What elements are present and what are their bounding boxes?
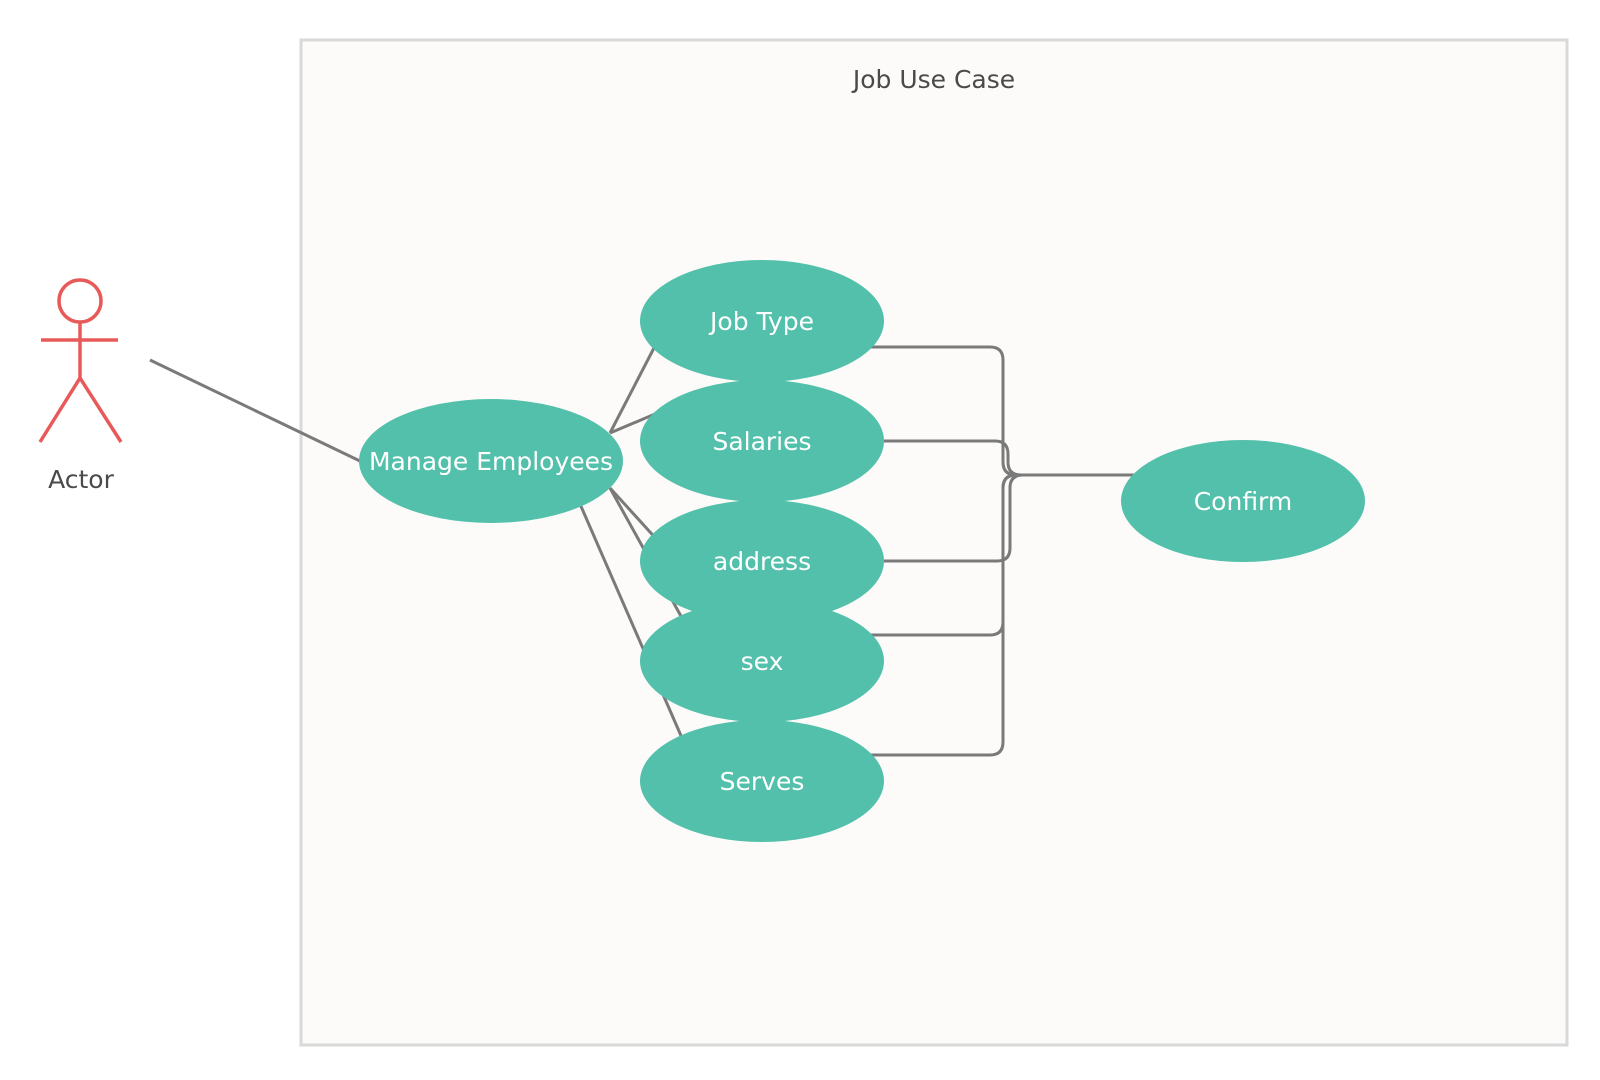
edge-manage-serves [578, 503, 684, 739]
actor-right-leg [78, 377, 123, 443]
system-title: Job Use Case [851, 65, 1015, 94]
edge-manage-salaries [609, 412, 656, 435]
usecase-shape [359, 399, 623, 523]
usecase-label: Salaries [712, 427, 811, 456]
usecase-shape [640, 500, 884, 622]
actor-label: Actor [48, 465, 115, 494]
usecase-shape [640, 720, 884, 842]
edge-manage-jobtype [608, 345, 657, 434]
actor[interactable] [38, 278, 123, 443]
usecase-shape [1121, 440, 1365, 562]
usecase-label: address [713, 547, 811, 576]
usecase-shape [640, 600, 884, 722]
system-boundary [299, 38, 1569, 1047]
usecase-serves[interactable]: Serves [640, 720, 884, 842]
usecase-label: Job Type [708, 307, 814, 336]
edge-serves-confirm [870, 473, 1138, 757]
usecase-shape [640, 380, 884, 502]
usecase-manage-employees[interactable]: Manage Employees [359, 399, 623, 523]
usecase-label: sex [741, 647, 784, 676]
usecase-job-type[interactable]: Job Type [640, 260, 884, 382]
usecase-confirm[interactable]: Confirm [1121, 440, 1365, 562]
usecase-shape [640, 260, 884, 382]
usecase-label: Serves [720, 767, 805, 796]
associations [149, 345, 1138, 757]
actor-left-leg [38, 377, 82, 443]
usecase-label: Confirm [1194, 487, 1293, 516]
edge-actor-manage [149, 358, 363, 464]
usecase-salaries[interactable]: Salaries [640, 380, 884, 502]
usecase-sex[interactable]: sex [640, 600, 884, 722]
usecase-address[interactable]: address [640, 500, 884, 622]
usecase-label: Manage Employees [369, 447, 613, 476]
actor-head [57, 278, 103, 324]
edge-manage-address [608, 486, 662, 545]
